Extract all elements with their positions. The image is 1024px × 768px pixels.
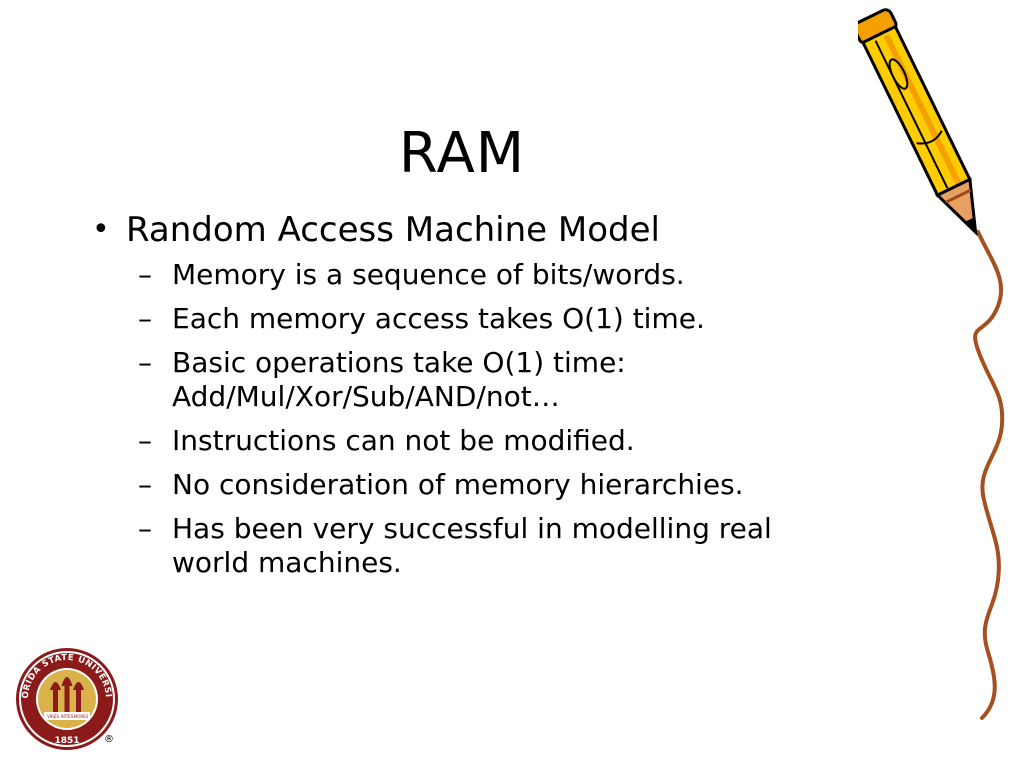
sub-bullet-text: Memory is a sequence of bits/words. bbox=[172, 258, 685, 291]
dash-marker: – bbox=[138, 302, 152, 335]
sub-bullet-item: – Each memory access takes O(1) time. bbox=[92, 302, 872, 336]
university-seal-logo: FLORIDA STATE UNIVERSITY 1851 VIRES ARTE… bbox=[14, 646, 118, 750]
seal-banner-word: MORES bbox=[74, 714, 89, 719]
sub-bullet-text: No consideration of memory hierarchies. bbox=[172, 468, 744, 501]
seal-banner-word: VIRES bbox=[47, 714, 59, 719]
slide-title: RAM bbox=[398, 121, 526, 186]
sub-bullet-text-continued: world machines. bbox=[172, 546, 402, 579]
sub-bullet-text: Basic operations take O(1) time: bbox=[172, 346, 626, 379]
sub-bullet-text: Has been very successful in modelling re… bbox=[172, 512, 772, 545]
dash-marker: – bbox=[138, 258, 152, 291]
sub-bullet-text: Each memory access takes O(1) time. bbox=[172, 302, 705, 335]
sub-bullet-item: – Instructions can not be modified. bbox=[92, 424, 872, 458]
sub-bullet-item: – Basic operations take O(1) time: Add/M… bbox=[92, 346, 872, 414]
registered-mark: ® bbox=[104, 734, 114, 745]
bullet-marker: • bbox=[92, 212, 110, 247]
dash-marker: – bbox=[138, 346, 152, 379]
bullet-text: Random Access Machine Model bbox=[126, 210, 660, 250]
sub-bullet-text: Instructions can not be modified. bbox=[172, 424, 635, 457]
sub-bullet-item: – Memory is a sequence of bits/words. bbox=[92, 258, 872, 292]
sub-bullet-list: – Memory is a sequence of bits/words. – … bbox=[92, 258, 872, 580]
pencil-icon bbox=[858, 8, 1005, 720]
slide-content: • Random Access Machine Model – Memory i… bbox=[92, 208, 872, 590]
sub-bullet-item: – No consideration of memory hierarchies… bbox=[92, 468, 872, 502]
dash-marker: – bbox=[138, 512, 152, 545]
dash-marker: – bbox=[138, 468, 152, 501]
seal-year: 1851 bbox=[54, 736, 79, 746]
sub-bullet-item: – Has been very successful in modelling … bbox=[92, 512, 872, 580]
dash-marker: – bbox=[138, 424, 152, 457]
bullet-item: • Random Access Machine Model bbox=[92, 208, 872, 252]
sub-bullet-text-continued: Add/Mul/Xor/Sub/AND/not… bbox=[172, 380, 560, 413]
seal-banner-word: ARTES bbox=[61, 714, 74, 719]
